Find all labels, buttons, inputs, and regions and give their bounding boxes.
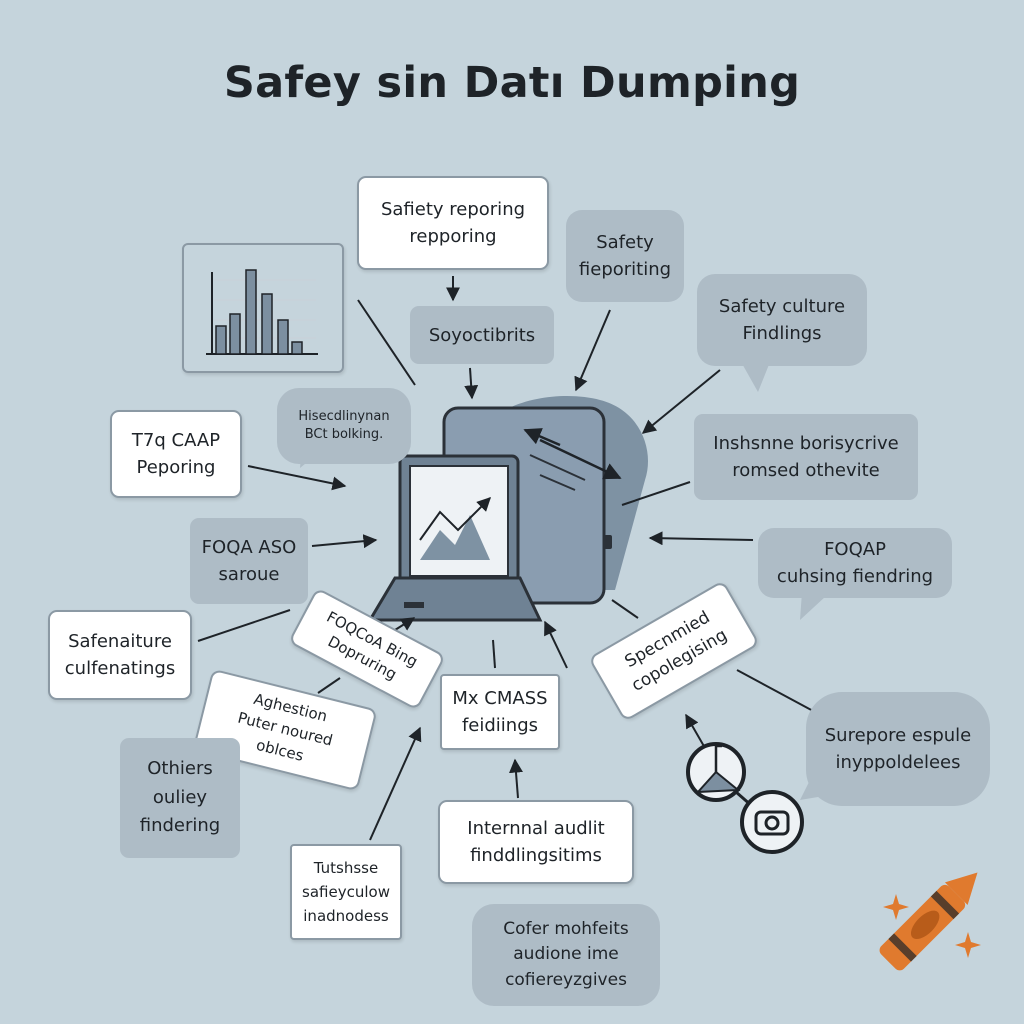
arrow-n18-center — [369, 726, 422, 841]
node-n5: Hisecdlinynan BCt bolking. — [277, 388, 411, 464]
tablet-line — [529, 454, 586, 481]
connectors — [197, 276, 816, 841]
node-n14: Mx CMASS feidiings — [440, 674, 560, 750]
line-n13-n11 — [317, 677, 341, 694]
arrow-n3-center — [464, 367, 479, 400]
line-n10-center — [197, 609, 291, 642]
crayon-logo-icon — [879, 872, 981, 971]
node-n3-line: Soyoctibrits — [428, 324, 536, 346]
tablet-button — [604, 535, 612, 549]
line-chart-center — [357, 299, 416, 386]
node-n18-line: inadnodess — [303, 907, 389, 925]
tablet-arrow-2 — [539, 438, 622, 480]
node-n17: Internnal audlit finddlingsitims — [438, 800, 634, 884]
node-n7-line: romsed othevite — [732, 460, 880, 481]
node-n10-line: Safenaiture — [68, 631, 172, 652]
pie-chart-icon — [686, 742, 746, 802]
node-n16-line: ouliey — [152, 786, 208, 808]
sparkle-icon — [883, 894, 909, 920]
node-n6-line: T7q CAAP — [131, 430, 221, 451]
node-n9-line: FOQAP — [824, 539, 886, 560]
node-n18: Tutshsse safieyculow inadnodess — [290, 844, 402, 940]
bubble-tail — [740, 360, 770, 392]
bar-chart-card — [182, 243, 344, 373]
node-n2-line: Safety — [596, 232, 654, 253]
node-n14-line: feidiings — [461, 715, 539, 736]
node-n2: Safety fieporiting — [566, 210, 684, 302]
node-n7: Inshsnne borisycrive romsed othevite — [694, 414, 918, 500]
screen-chart-area — [420, 515, 490, 560]
node-n18-line: Tutshsse — [313, 859, 379, 877]
arrow-n17-n14 — [509, 758, 523, 799]
tablet-arrow-1 — [523, 428, 561, 447]
node-n16: Othiers ouliey findering — [120, 738, 240, 858]
camera-icon — [740, 790, 804, 854]
node-n19-line: cofiereyzgives — [505, 969, 627, 990]
page-title: Safey sin Datı Dumping — [223, 58, 801, 108]
node-n9-line: cuhsing fiendring — [776, 566, 934, 587]
bubble-tail — [800, 592, 826, 620]
sparkle-icon — [955, 932, 981, 958]
node-n18-line: safieyculow — [302, 883, 390, 901]
arrow-n8-center — [311, 534, 378, 549]
node-n9: FOQAP cuhsing fiendring — [758, 528, 952, 598]
line-n12-center — [611, 599, 639, 619]
line-n12-n15 — [736, 669, 816, 713]
node-n16-line: Othiers — [147, 757, 213, 779]
node-n6-line: Peporing — [136, 457, 216, 478]
node-n2-line: fieporiting — [578, 259, 672, 280]
arrow-icons-n12 — [685, 713, 706, 749]
node-n10: Safenaiture culfenatings — [48, 610, 192, 700]
node-n17-line: finddlingsitims — [470, 845, 602, 866]
node-n1-line: repporing — [409, 226, 497, 247]
node-n15-line: Surepore espule — [824, 725, 972, 746]
node-n19-line: audione ime — [513, 944, 619, 965]
node-n3: Soyoctibrits — [410, 306, 554, 364]
tablet-line — [539, 474, 576, 491]
node-n16-line: findering — [139, 815, 221, 837]
node-n5-line: BCt bolking. — [304, 427, 384, 442]
node-n5-line: Hisecdlinynan — [298, 408, 390, 424]
arrow-n4-center — [641, 369, 721, 434]
laptop-trackpad — [404, 602, 424, 608]
bar-chart-illustration — [206, 269, 318, 355]
laptop-keyboard — [367, 576, 543, 622]
node-n4: Safety culture Findlings — [697, 274, 867, 366]
node-n10-line: culfenatings — [64, 658, 176, 679]
node-n7-line: Inshsnne borisycrive — [713, 433, 899, 454]
node-n19: Cofer mohfeits audione ime cofiereyzgive… — [472, 904, 660, 1006]
node-n15-line: inyppoldelees — [835, 752, 961, 773]
arrow-n9-center — [648, 531, 754, 546]
arrow-n14-center — [544, 620, 568, 669]
node-n8-line: saroue — [218, 564, 280, 585]
node-n19-line: Cofer mohfeits — [503, 918, 629, 939]
node-n15: Surepore espule inyppoldelees — [806, 692, 990, 806]
node-n6: T7q CAAP Peporing — [110, 410, 242, 498]
node-n1-line: Safiety reporing — [380, 199, 526, 220]
line-n7-center — [621, 481, 691, 506]
arrow-n6-center — [247, 465, 347, 491]
node-n8: FOQA ASO saroue — [190, 518, 308, 604]
arrow-n11-center — [394, 617, 416, 631]
node-n4-line: Findlings — [742, 323, 822, 344]
arrow-n2-center — [574, 309, 611, 392]
node-n14-line: Mx CMASS — [452, 688, 548, 709]
node-n8-line: FOQA ASO — [201, 537, 297, 558]
node-n1: Safiety reporing repporing — [357, 176, 549, 270]
screen-chart-line — [419, 497, 491, 541]
central-device-illustration — [367, 396, 648, 622]
node-n17-line: Internnal audlit — [467, 818, 605, 839]
line-n14-center — [492, 639, 496, 669]
node-n4-line: Safety culture — [718, 296, 846, 317]
